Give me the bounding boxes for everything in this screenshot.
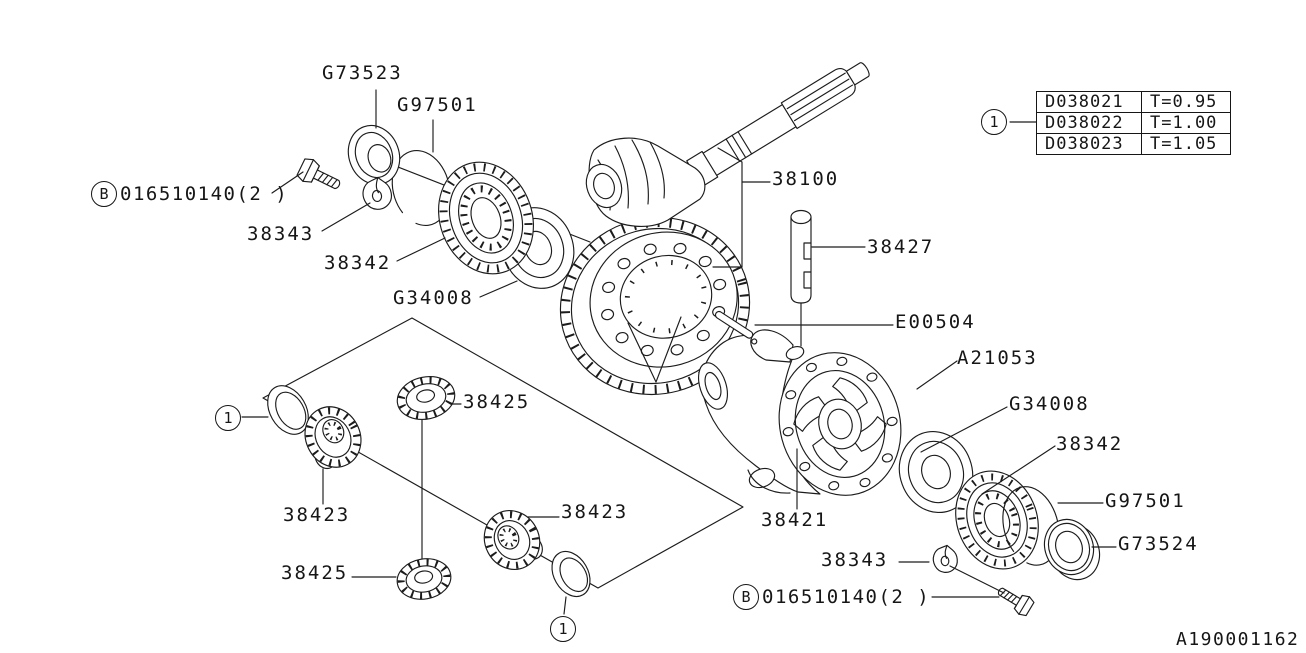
- bolt-callout-text: 016510140(2 ): [762, 586, 931, 608]
- part-pinion-gear-top: [393, 371, 458, 424]
- part-bolt-top: [295, 155, 345, 197]
- label-38343-bottom: 38343: [821, 549, 889, 571]
- leader-lines: [242, 90, 1116, 614]
- bolt-marker-b-icon: B: [733, 584, 759, 610]
- shim-table-row: D038021 T=0.95: [1036, 91, 1231, 113]
- shim-table-row: D038023 T=1.05: [1036, 133, 1231, 155]
- label-38423-left: 38423: [283, 504, 351, 526]
- shim-thickness: T=1.00: [1141, 112, 1231, 134]
- shim-thickness: T=0.95: [1141, 91, 1231, 113]
- label-38100: 38100: [772, 168, 840, 190]
- label-g97501-right: G97501: [1105, 490, 1186, 512]
- part-diff-case: [693, 330, 916, 509]
- label-38427: 38427: [867, 236, 935, 258]
- label-38425-top: 38425: [463, 391, 531, 413]
- part-seal-g73524: [1037, 512, 1107, 586]
- label-38423-right: 38423: [561, 501, 629, 523]
- part-roll-pin: [713, 310, 760, 345]
- part-pinion-shaft: [791, 211, 811, 304]
- label-g34008-right: G34008: [1009, 393, 1090, 415]
- part-drive-pinion-shaft: [581, 55, 875, 226]
- shim-part-number: D038023: [1036, 133, 1142, 155]
- shim-part-number: D038021: [1036, 91, 1142, 113]
- label-38425-bottom: 38425: [281, 562, 349, 584]
- shim-table-row: D038022 T=1.00: [1036, 112, 1231, 134]
- part-lock-plate-bottom: [931, 544, 959, 574]
- part-washer-left: [259, 378, 316, 441]
- shim-marker-left: 1: [215, 405, 241, 431]
- bolt-callout-bottom: B 016510140(2 ): [733, 584, 930, 610]
- part-bearing-g34008-right: [888, 421, 984, 523]
- label-g97501-top: G97501: [397, 94, 478, 116]
- bolt-marker-b-icon: B: [91, 181, 117, 207]
- shim-table: D038021 T=0.95 D038022 T=1.00 D038023 T=…: [1036, 91, 1231, 155]
- shim-part-number: D038022: [1036, 112, 1142, 134]
- part-pinion-gear-bottom: [394, 555, 454, 604]
- part-bolt-bottom: [993, 581, 1036, 619]
- shim-marker-table: 1: [981, 109, 1007, 135]
- label-e00504: E00504: [895, 311, 976, 333]
- label-g73523: G73523: [322, 62, 403, 84]
- label-38342-top: 38342: [324, 252, 392, 274]
- part-bearing-38342-top: [423, 149, 548, 288]
- part-ring-gear: [540, 196, 769, 415]
- label-38343-top: 38343: [247, 223, 315, 245]
- part-side-gear-left: [295, 397, 372, 477]
- label-38421: 38421: [761, 509, 829, 531]
- part-side-gear-right: [474, 501, 550, 579]
- shim-marker-bottom: 1: [550, 616, 576, 642]
- bolt-callout-text: 016510140(2 ): [120, 183, 289, 205]
- label-g73524: G73524: [1118, 533, 1199, 555]
- label-38342-right: 38342: [1056, 433, 1124, 455]
- bolt-callout-top: B 016510140(2 ): [91, 181, 288, 207]
- label-g34008-top: G34008: [393, 287, 474, 309]
- part-bearing-38342-right: [942, 459, 1051, 580]
- drawing-number: A190001162: [1176, 629, 1300, 650]
- shim-thickness: T=1.05: [1141, 133, 1231, 155]
- label-a21053: A21053: [957, 347, 1038, 369]
- part-washer-right: [544, 545, 597, 604]
